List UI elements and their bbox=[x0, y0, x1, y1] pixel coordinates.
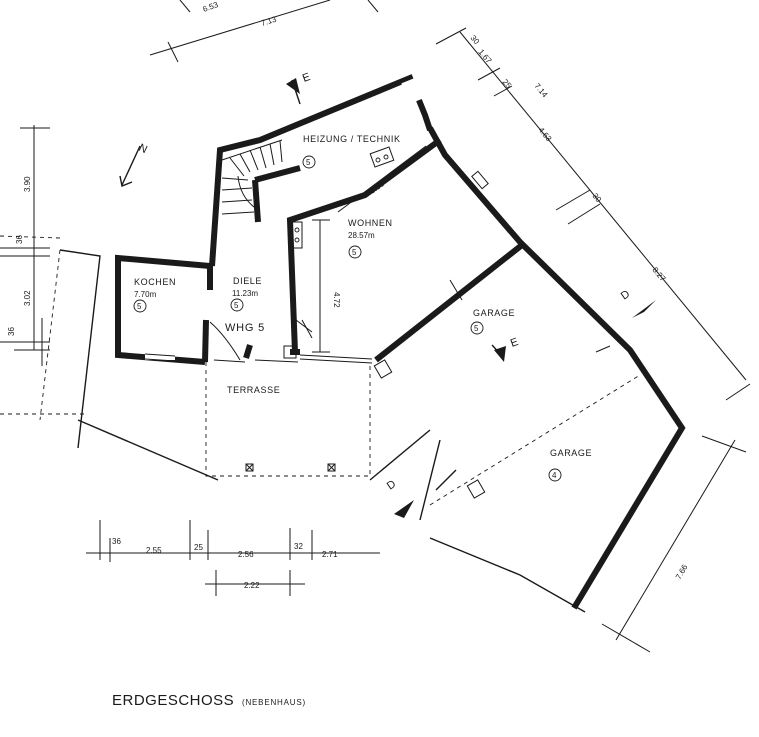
dim-label: 2.22 bbox=[244, 581, 260, 590]
garage-divider-line bbox=[429, 374, 641, 506]
room-number: 5 bbox=[306, 158, 311, 167]
dim-label: 2.55 bbox=[146, 546, 162, 555]
fixtures bbox=[291, 146, 395, 249]
dim-label: 7.66 bbox=[674, 563, 690, 581]
section-marker-d-right: D bbox=[619, 288, 656, 318]
dimension-lines bbox=[0, 0, 751, 653]
room-area: 7.70m bbox=[134, 290, 157, 299]
room-wohnen: WOHNEN 28.57m 5 bbox=[348, 218, 393, 259]
north-arrow-icon: N bbox=[119, 142, 150, 187]
room-name: DIELE bbox=[233, 276, 262, 286]
dim-label: 7.14 bbox=[532, 82, 549, 100]
drawing-subtitle: (NEBENHAUS) bbox=[242, 698, 306, 707]
dim-label: 2.71 bbox=[322, 550, 338, 559]
staircase bbox=[221, 139, 283, 215]
room-terrasse: TERRASSE bbox=[227, 385, 280, 395]
dim-label: 1.67 bbox=[476, 48, 493, 66]
openings bbox=[144, 78, 489, 499]
room-number: 5 bbox=[234, 301, 239, 310]
dim-label: 7.13 bbox=[260, 15, 278, 28]
dim-label: 3.02 bbox=[23, 290, 32, 306]
room-number: 5 bbox=[474, 324, 479, 333]
room-name: GARAGE bbox=[473, 308, 515, 318]
drawing-title: ERDGESCHOSS bbox=[112, 692, 234, 709]
dimension-labels: 6.53 7.13 30 1.67 25 7.14 4.63 30 8.27 7… bbox=[7, 0, 690, 590]
room-name: WOHNEN bbox=[348, 218, 393, 228]
room-name: HEIZUNG / TECHNIK bbox=[303, 134, 401, 144]
dim-label: 4.72 bbox=[332, 292, 341, 308]
room-number: 5 bbox=[137, 302, 142, 311]
room-number: 5 bbox=[352, 248, 357, 257]
section-letter: D bbox=[385, 478, 399, 493]
room-area: 11.23m bbox=[232, 289, 258, 298]
unit-label: WHG 5 bbox=[225, 322, 265, 334]
room-name: GARAGE bbox=[550, 448, 592, 458]
section-letter: E bbox=[301, 71, 313, 85]
dim-label: 36 bbox=[7, 327, 16, 336]
site-outline bbox=[0, 235, 586, 613]
room-diele: DIELE 11.23m 5 bbox=[230, 276, 262, 312]
section-letter: E bbox=[509, 336, 521, 350]
north-letter: N bbox=[137, 142, 150, 157]
terrace-outline bbox=[205, 362, 371, 477]
dim-label: 25 bbox=[194, 543, 203, 552]
room-garage-5: GARAGE 5 bbox=[470, 308, 515, 335]
room-heizung: HEIZUNG / TECHNIK 5 bbox=[302, 134, 401, 169]
dim-label: 36 bbox=[112, 537, 121, 546]
dim-label: 36 bbox=[15, 235, 24, 244]
walls bbox=[115, 74, 686, 610]
room-area: 28.57m bbox=[348, 231, 375, 240]
dim-label: 2.56 bbox=[238, 550, 254, 559]
dim-label: 25 bbox=[500, 78, 513, 91]
section-marker-e-top: E bbox=[286, 71, 313, 105]
dim-label: 3.90 bbox=[23, 176, 32, 192]
section-marker-d-left: D bbox=[385, 469, 457, 518]
dim-label: 32 bbox=[294, 542, 303, 551]
room-kochen: KOCHEN 7.70m 5 bbox=[133, 277, 176, 313]
dim-label: 6.53 bbox=[202, 0, 220, 14]
dim-label: 4.63 bbox=[536, 126, 553, 144]
section-letter: D bbox=[619, 288, 633, 303]
room-name: KOCHEN bbox=[134, 277, 176, 287]
section-marker-e-mid: E bbox=[491, 336, 521, 362]
room-garage-4: GARAGE 4 bbox=[548, 448, 592, 482]
room-number: 4 bbox=[552, 471, 557, 480]
